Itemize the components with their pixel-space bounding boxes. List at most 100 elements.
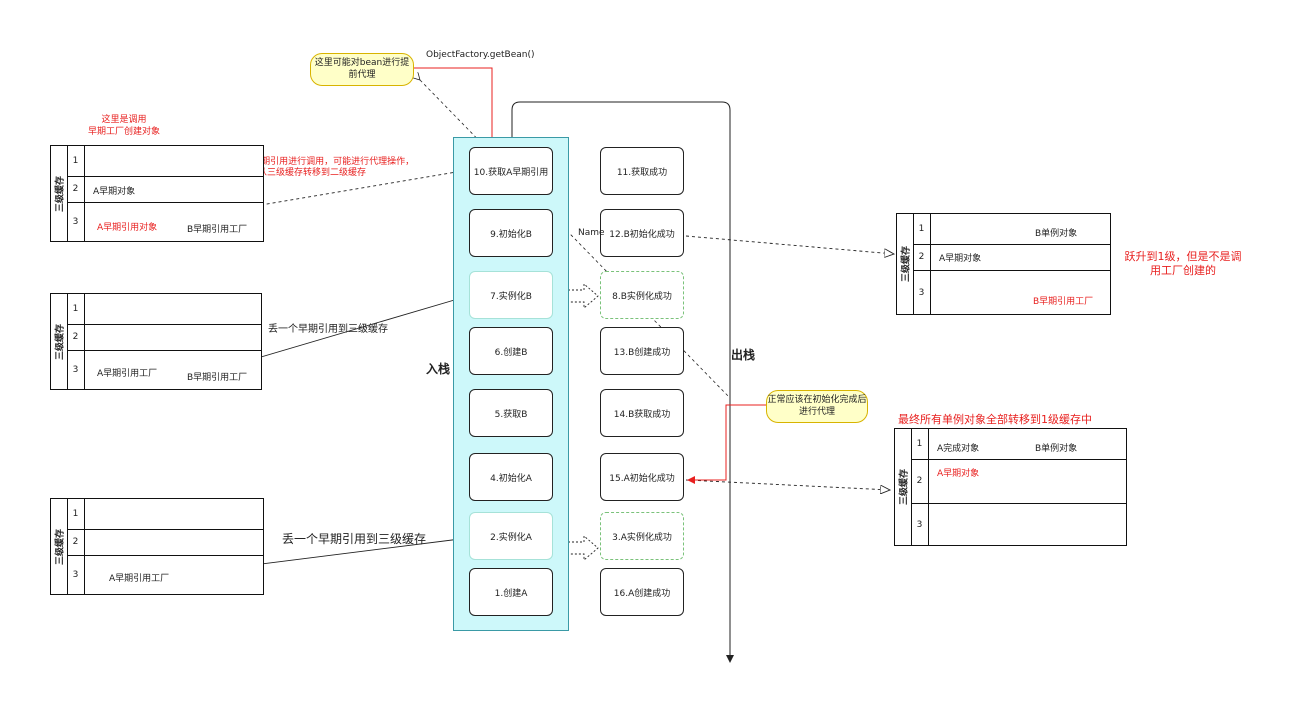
cache-5-row1-value-1: A完成对象 [937,444,980,454]
cache-5-idx-1: 1 [911,429,929,459]
cache-2-row3-value-1: A早期引用工厂 [97,369,158,379]
step12-to-cache4-link [685,235,894,254]
cache-5-row1-value-2: B单例对象 [1035,444,1078,454]
push-step-1: 1.创建A [469,568,553,616]
pop-step-11: 11.获取成功 [600,147,684,195]
cache-5-row-3 [911,503,1126,547]
proxy-note-mid: 正常应该在初始化完成后进行代理 [766,390,868,423]
cache-5-title-cell: 三级缓存 [895,429,912,545]
cache-2-idx-3: 3 [67,350,85,390]
pop-step-13-label: 13.B创建成功 [613,347,671,358]
drop-label-2: 丢一个早期引用到三级缓存 [282,532,427,546]
cache-2-idx-2: 2 [67,324,85,350]
push-step-6: 6.创建B [469,327,553,375]
pop-step-14-label: 14.B获取成功 [613,409,671,420]
cache-5-idx-3: 3 [911,503,929,546]
push-step-9: 9.初始化B [469,209,553,257]
upgrade-note: 三级缓存获取A早期引用进行调用，可能进行代理操作，之后从三级缓存转移到二级缓存 [191,157,415,179]
cache-3-idx-1: 1 [67,499,85,529]
pop-step-12-label: 12.B初始化成功 [609,229,675,240]
cache-1-row-2 [67,176,263,203]
pop-step-15-label: 15.A初始化成功 [609,473,675,484]
push-step-2-label: 2.实例化A [490,532,532,543]
cache-2-title: 三级缓存 [55,323,66,360]
cache-3-title-cell: 三级缓存 [51,499,68,594]
cache-3-row-2 [67,529,263,556]
promote-note: 跃升到1级，但是不是调用工厂创建的 [1124,250,1242,278]
name-label: Name [578,228,605,238]
pop-step-8-label: 8.B实例化成功 [612,291,672,302]
cache-3-title: 三级缓存 [55,528,66,565]
cache-2-row3-value-2: B早期引用工厂 [187,373,248,383]
cache-4-idx-3: 3 [913,270,931,315]
push-step-5-label: 5.获取B [494,409,528,420]
call-label: ObjectFactory.getBean() [426,50,535,60]
pop-step-3-label: 3.A实例化成功 [612,532,672,543]
cache-5-row-2 [911,459,1126,504]
push-step-9-label: 9.初始化B [490,229,532,240]
pop-step-8: 8.B实例化成功 [600,271,684,319]
cache-4-title: 三级缓存 [901,245,912,283]
push-step-7: 7.实例化B [469,271,553,319]
cache-4-row2-value: A早期对象 [939,254,982,264]
cache-4-row-1 [913,214,1110,244]
cache-1-idx-2: 2 [67,176,85,202]
cache-3-idx-2: 2 [67,529,85,555]
push-step-7-label: 7.实例化B [490,291,532,302]
proxy-note-top-text: 这里可能对bean进行提前代理 [314,58,410,80]
cache-4-idx-1: 1 [913,214,931,244]
cache-2-row-3 [67,350,261,391]
cache-4-row3-value: B早期引用工厂 [1033,297,1094,307]
pop-step-15: 15.A初始化成功 [600,453,684,501]
pop-step-16: 16.A创建成功 [600,568,684,616]
pop-step-13: 13.B创建成功 [600,327,684,375]
push-step-2: 2.实例化A [469,512,553,560]
cache-1-row2-value: A早期对象 [93,187,136,197]
cache-5-row2-value: A早期对象 [937,469,980,479]
push-label: 入栈 [426,362,451,376]
proxy-note-top: 这里可能对bean进行提前代理 [310,53,414,86]
cache-3-row-3 [67,555,263,596]
cache-1-title: 三级缓存 [55,175,66,212]
pop-step-14: 14.B获取成功 [600,389,684,437]
cache-4-idx-2: 2 [913,244,931,270]
cache-1-row3-value-1: A早期引用对象 [97,223,158,233]
cache-2-row-1 [67,294,261,324]
cache-3-row3-value-1: A早期引用工厂 [109,574,170,584]
cache-1-row-1 [67,146,263,176]
red-proxy-arrow-mid [687,404,766,484]
cache-3-idx-3: 3 [67,555,85,595]
cache-box-4: 三级缓存 1 2 3 B单例对象 A早期对象 B早期引用工厂 [896,213,1111,315]
cache-1-row-3 [67,202,263,243]
cache-1-idx-1: 1 [67,146,85,176]
step15-to-cache5-link [685,479,890,490]
cache-5-title: 三级缓存 [899,468,910,506]
final-note: 最终所有单例对象全部转移到1级缓存中 [898,413,1092,426]
pop-step-12: 12.B初始化成功 [600,209,684,257]
cache-4-row1-value: B单例对象 [1035,229,1078,239]
pop-step-11-label: 11.获取成功 [616,167,668,178]
push-step-10: 10.获取A早期引用 [469,147,553,195]
push-step-4: 4.初始化A [469,453,553,501]
factory-note: 这里是调用 早期工厂创建对象 [88,115,161,137]
cache-box-3: 三级缓存 1 2 3 A早期引用工厂 [50,498,264,595]
push-step-6-label: 6.创建B [494,347,528,358]
cache-1-row3-value-2: B早期引用工厂 [187,225,248,235]
cache-4-title-cell: 三级缓存 [897,214,914,314]
cache-1-title-cell: 三级缓存 [51,146,68,241]
cache-3-row-1 [67,499,263,529]
push-step-1-label: 1.创建A [494,588,528,599]
proxy-note-mid-text: 正常应该在初始化完成后进行代理 [767,395,867,417]
cache-box-2: 三级缓存 1 2 3 A早期引用工厂 B早期引用工厂 [50,293,262,390]
cache-2-row-2 [67,324,261,351]
pop-step-3: 3.A实例化成功 [600,512,684,560]
push-step-4-label: 4.初始化A [490,473,532,484]
cache-5-idx-2: 2 [911,459,929,503]
pop-label: 出栈 [731,348,756,362]
cache-box-1: 三级缓存 1 2 3 A早期对象 A早期引用对象 B早期引用工厂 [50,145,264,242]
push-step-5: 5.获取B [469,389,553,437]
cache-box-5: 三级缓存 1 2 3 A完成对象 B单例对象 A早期对象 [894,428,1127,546]
drop-label-1: 丢一个早期引用到三级缓存 [268,324,388,335]
cache-2-title-cell: 三级缓存 [51,294,68,389]
push-step-10-label: 10.获取A早期引用 [473,167,549,178]
